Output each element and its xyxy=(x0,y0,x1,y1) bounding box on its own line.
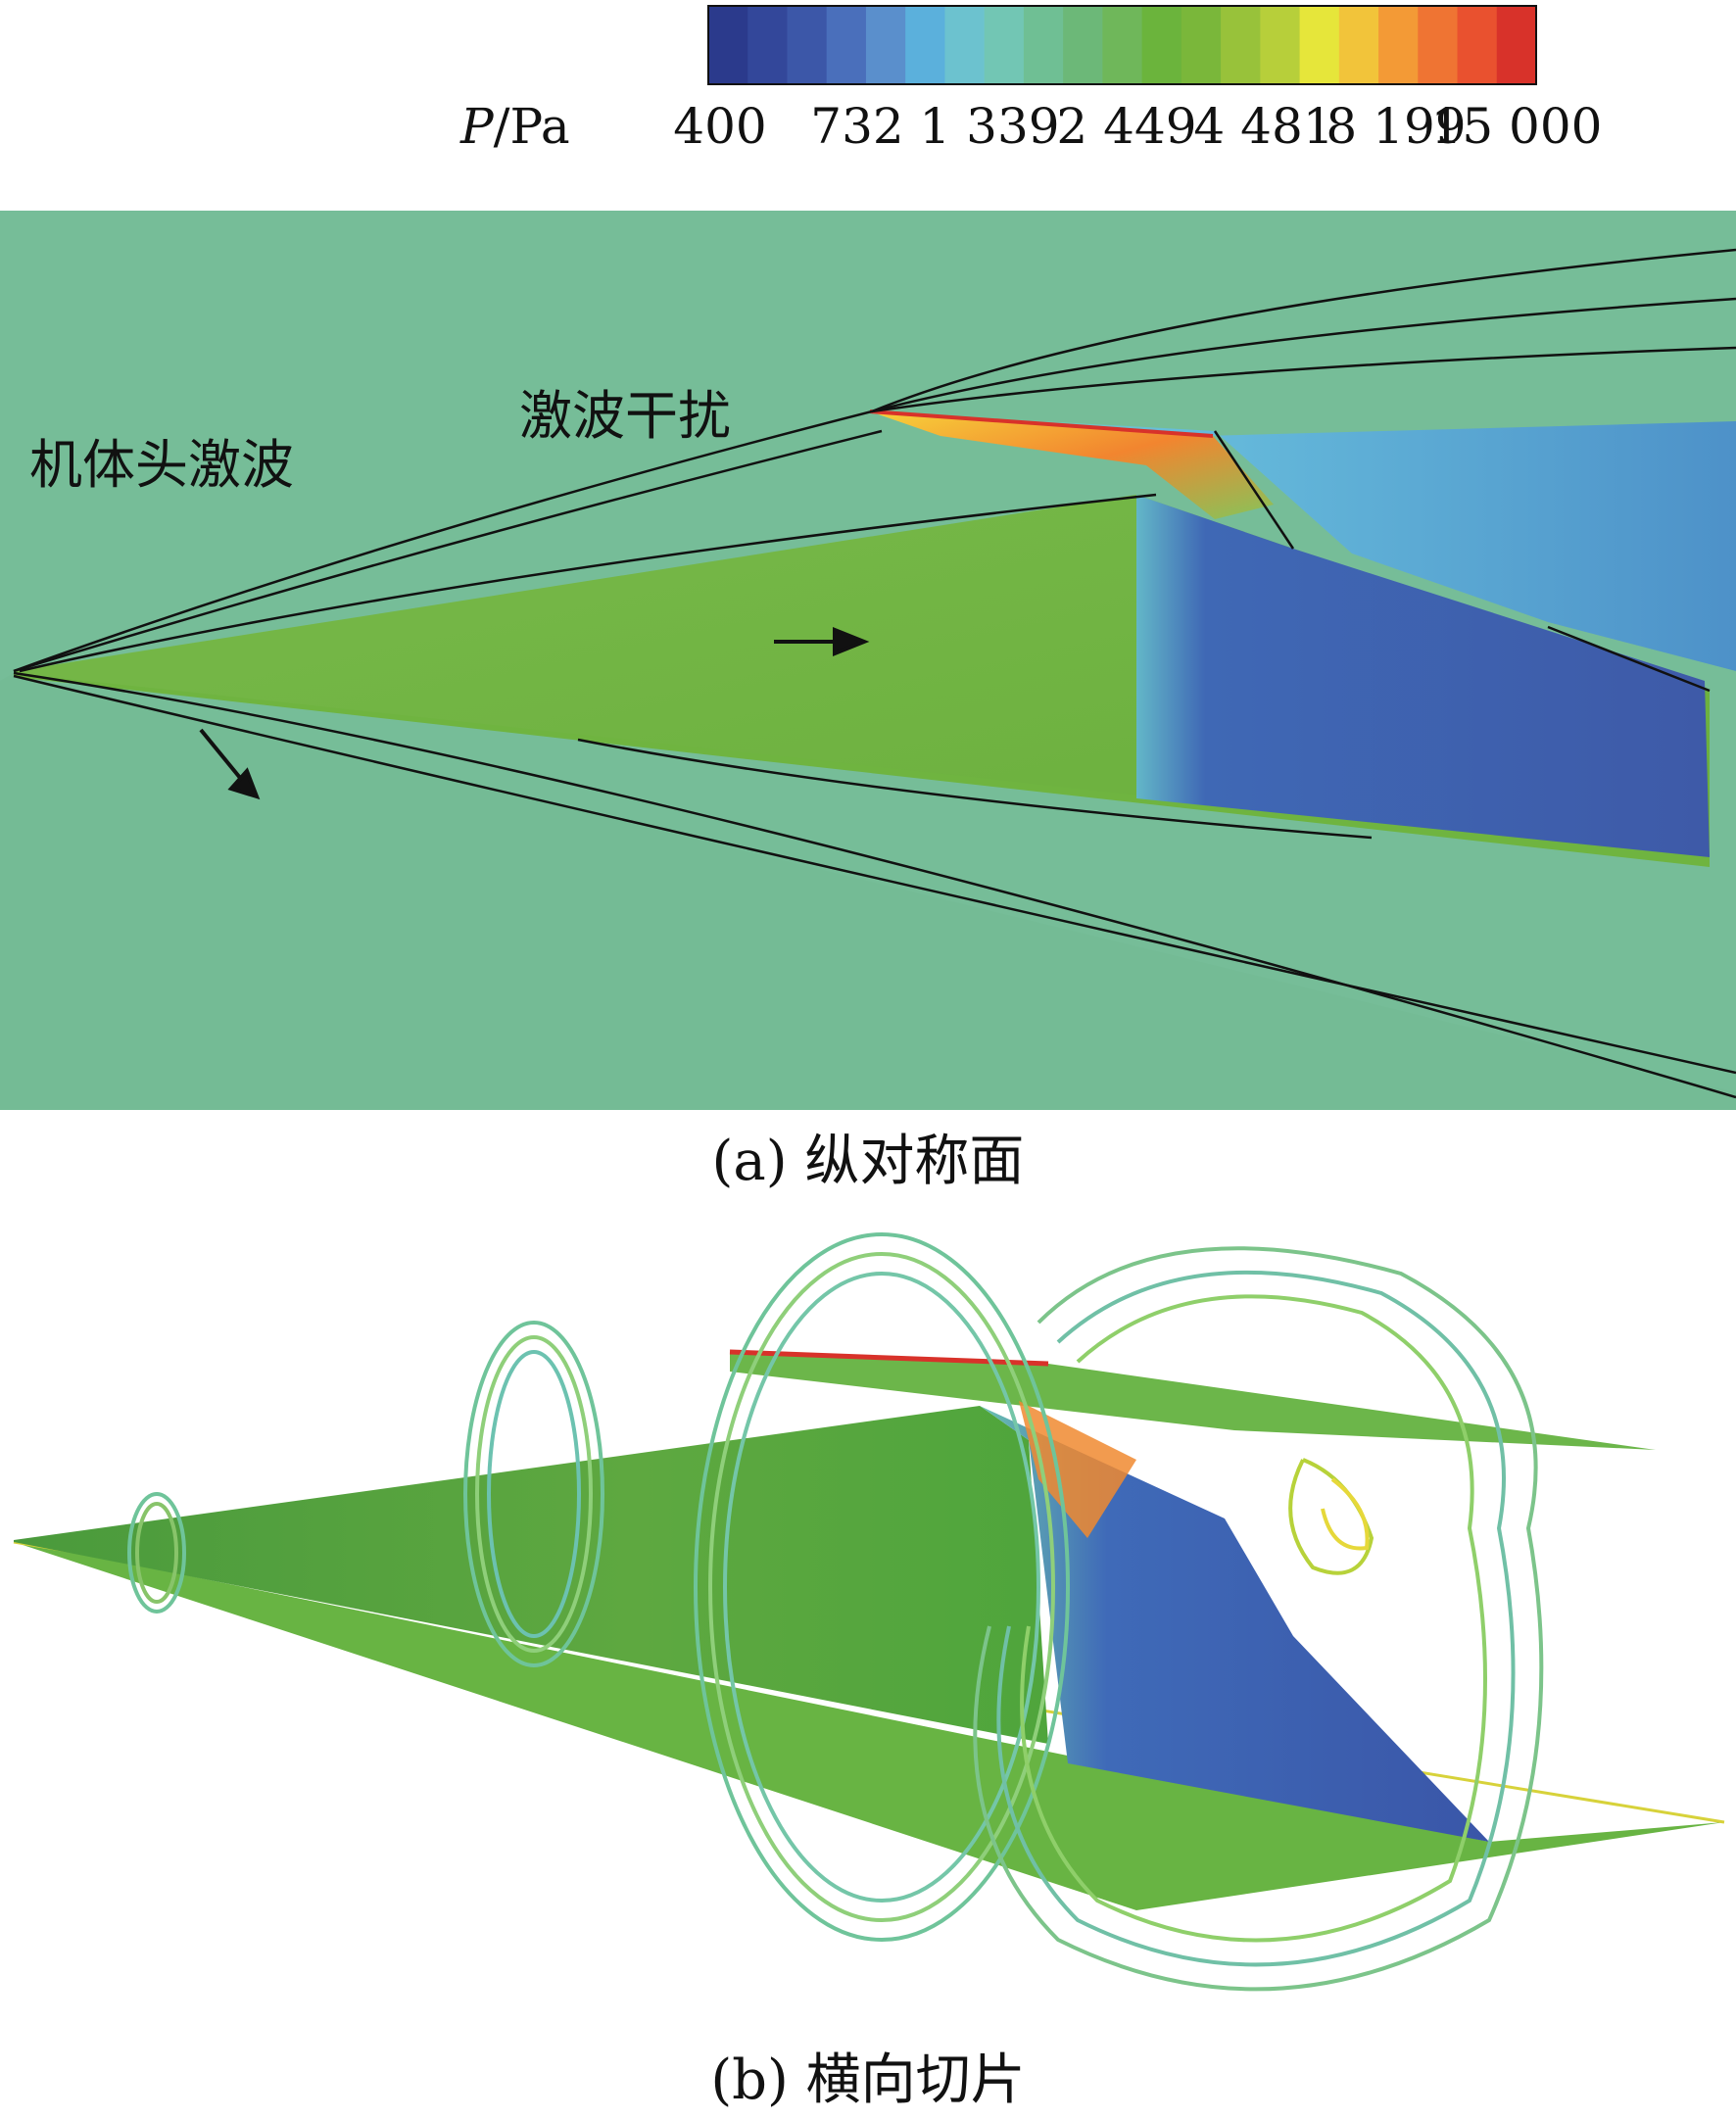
colorbar-cell xyxy=(984,6,1025,84)
colorbar-cell xyxy=(1378,6,1419,84)
colorbar-cell xyxy=(787,6,828,84)
colorbar-cell xyxy=(1063,6,1103,84)
pressure-contour-slices xyxy=(13,1232,1725,1992)
wing-surface xyxy=(867,411,1736,671)
lower-wing-plate xyxy=(14,1540,1724,1910)
legend-tick-label: 1 339 xyxy=(919,98,1060,155)
upper-wing-leading-edge xyxy=(729,1349,1049,1367)
color-legend: P/Pa 400 732 1 339 2 449 4 481 8 199 15 … xyxy=(0,0,1736,196)
colorbar-cell xyxy=(826,6,867,84)
colorbar-cells xyxy=(708,6,1537,84)
shock-contour-lines xyxy=(13,248,1736,1099)
colorbar-cell xyxy=(1221,6,1261,84)
colorbar-cell xyxy=(1181,6,1222,84)
colorbar-cell xyxy=(1023,6,1064,84)
colorbar-cell xyxy=(905,6,945,84)
colorbar-cell xyxy=(1260,6,1301,84)
colorbar-cell xyxy=(944,6,986,84)
colorbar-cell xyxy=(865,6,906,84)
expansion-surface xyxy=(980,1406,1489,1842)
caption-b: (b) 横向切片 xyxy=(710,2048,1026,2112)
legend-tick-label: 2 449 xyxy=(1056,98,1197,155)
panel-b-transverse-slices xyxy=(0,1215,1736,2048)
colorbar-cell xyxy=(1299,6,1340,84)
nose-shock-label: 机体头激波 xyxy=(29,434,294,496)
callout-arrows xyxy=(199,627,870,800)
cone-body xyxy=(14,1406,1048,1744)
upper-wing-plate xyxy=(730,1352,1656,1450)
pressure-contour-symmetry xyxy=(0,211,1736,1110)
shock-interference-label: 激波干扰 xyxy=(519,385,731,447)
legend-tick-label: 4 481 xyxy=(1193,98,1334,155)
expansion-region xyxy=(1136,495,1710,857)
colorbar-frame xyxy=(707,5,1537,85)
colorbar-cell xyxy=(1141,6,1182,84)
caption-a: (a) 纵对称面 xyxy=(711,1130,1025,1193)
lower-forebody xyxy=(14,673,1710,867)
legend-tick-label: 400 xyxy=(673,98,767,155)
panel-a-symmetry-plane xyxy=(0,211,1736,1110)
legend-title: P/Pa xyxy=(460,98,570,155)
lower-shock-region xyxy=(0,673,1736,1110)
colorbar-cell xyxy=(1496,6,1537,84)
slice-contour-rings xyxy=(127,1232,1544,1992)
legend-tick-label: 732 xyxy=(810,98,904,155)
legend-tick-label: 15 000 xyxy=(1430,98,1603,155)
shock-interference-zone xyxy=(870,411,1274,519)
colorbar-cell xyxy=(747,6,788,84)
wing-leading-edge xyxy=(869,410,1214,438)
colorbar-cell xyxy=(1102,6,1143,84)
colorbar-cell xyxy=(1338,6,1379,84)
colorbar-cell xyxy=(1457,6,1498,84)
legend-tick-label: 8 199 xyxy=(1326,98,1467,155)
colorbar-cell xyxy=(1418,6,1459,84)
colorbar-cell xyxy=(708,6,748,84)
colorbar xyxy=(707,5,1537,85)
